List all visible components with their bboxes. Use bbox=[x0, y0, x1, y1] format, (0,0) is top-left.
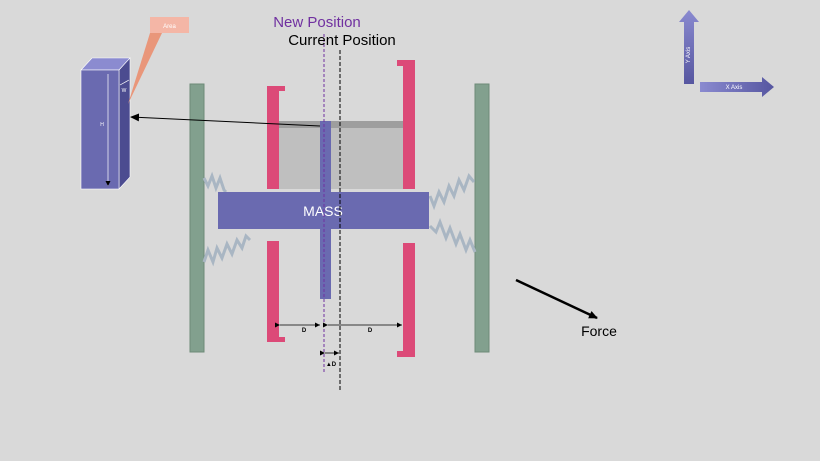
x-axis-label: X Axis bbox=[726, 85, 743, 91]
height-label: H bbox=[100, 122, 104, 128]
current-position-label: Current Position bbox=[288, 32, 396, 49]
spring-lower-left bbox=[202, 233, 252, 267]
capacitor-region bbox=[279, 121, 403, 189]
x-axis-arrow bbox=[700, 77, 774, 97]
gap-left-label: D bbox=[302, 328, 307, 334]
springs bbox=[202, 171, 477, 267]
spring-upper-right bbox=[428, 173, 476, 211]
width-label: W bbox=[122, 88, 127, 94]
area-callout: Area bbox=[128, 17, 189, 104]
frame-left bbox=[189, 83, 205, 353]
delta-label: ▲D bbox=[326, 362, 337, 368]
area-box: H W bbox=[80, 57, 131, 190]
gap-dimension-right: D bbox=[323, 322, 402, 334]
lower-left-electrode bbox=[267, 241, 285, 342]
y-axis-arrow bbox=[679, 10, 699, 84]
y-axis-label: Y Axis bbox=[686, 47, 692, 64]
new-position-label: New Position bbox=[273, 14, 361, 31]
area-label: Area bbox=[163, 24, 176, 30]
mass-label: MASS bbox=[303, 203, 343, 219]
lower-right-electrode bbox=[397, 243, 415, 357]
reference-arrow bbox=[130, 113, 321, 127]
delta-dimension: ▲D bbox=[320, 350, 339, 368]
gap-right-label: D bbox=[368, 328, 373, 334]
capacitor-top-edge bbox=[279, 121, 403, 128]
frame-right bbox=[474, 83, 490, 353]
force-label: Force bbox=[581, 323, 617, 339]
spring-upper-left bbox=[202, 171, 228, 194]
force-arrow bbox=[515, 278, 598, 320]
mass-finger bbox=[320, 121, 331, 299]
upper-left-electrode bbox=[267, 86, 285, 189]
gap-dimension-left: D bbox=[275, 322, 320, 334]
spring-lower-right bbox=[428, 217, 477, 255]
axes-indicator: Y Axis X Axis bbox=[679, 10, 774, 97]
upper-right-electrode bbox=[397, 60, 415, 189]
